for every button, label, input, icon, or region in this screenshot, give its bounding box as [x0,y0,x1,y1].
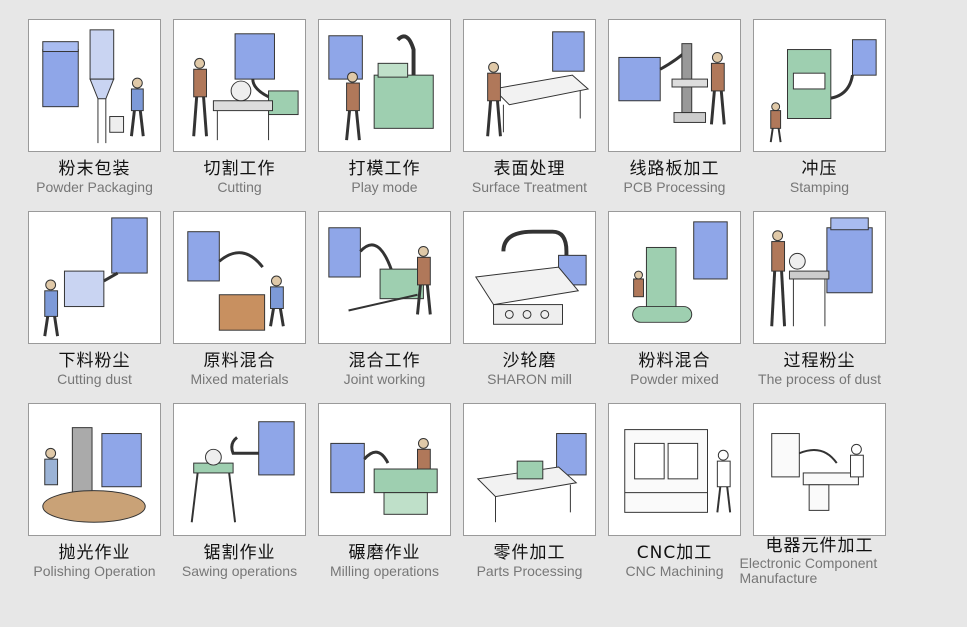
card-title-cn: 抛光作业 [58,543,131,563]
card-milling[interactable]: 碾磨作业 Milling operations [316,403,453,595]
card-pcb-processing[interactable]: 线路板加工 PCB Processing [606,19,743,211]
card-title-en: Play mode [351,179,418,195]
card-surface-treatment[interactable]: 表面处理 Surface Treatment [461,19,598,211]
mixed-materials-illustration [173,211,306,344]
card-title-en: Stamping [789,179,850,195]
card-polishing[interactable]: 抛光作业 Polishing Operation [26,403,163,595]
sharon-mill-illustration [463,211,596,344]
card-title-cn: 混合工作 [348,351,421,371]
card-title-cn: 表面处理 [493,159,566,179]
card-title-cn: 电器元件加工 [765,536,874,556]
card-title-en: Parts Processing [476,563,583,579]
card-electronic-component[interactable]: 电器元件加工 Electronic Component Manufacture [740,403,888,595]
card-title-cn: 过程粉尘 [783,351,856,371]
card-title-cn: 冲压 [801,159,838,179]
card-title-en: Mixed materials [190,371,289,387]
card-title-cn: 下料粉尘 [58,351,131,371]
card-sawing[interactable]: 锯割作业 Sawing operations [171,403,308,595]
surface-treatment-illustration [463,19,596,152]
card-title-en: PCB Processing [623,179,726,195]
card-cutting[interactable]: 切割工作 Cutting [171,19,308,211]
card-title-en: Milling operations [330,563,439,579]
card-cutting-dust[interactable]: 下料粉尘 Cutting dust [26,211,163,403]
card-title-en: Cutting dust [57,371,132,387]
card-title-cn: CNC加工 [636,543,713,563]
card-title-cn: 切割工作 [203,159,276,179]
card-title-en: Powder mixed [630,371,719,387]
joint-working-illustration [318,211,451,344]
card-title-cn: 粉末包装 [58,159,131,179]
card-powder-mixed[interactable]: 粉料混合 Powder mixed [606,211,743,403]
polishing-illustration [28,403,161,536]
card-title-cn: 沙轮磨 [502,351,557,371]
card-title-en: SHARON mill [487,371,572,387]
card-parts-processing[interactable]: 零件加工 Parts Processing [461,403,598,595]
electronic-component-illustration [753,403,886,536]
cnc-machining-illustration [608,403,741,536]
card-powder-packaging[interactable]: 粉末包装 Powder Packaging [26,19,163,211]
card-title-cn: 零件加工 [493,543,566,563]
card-stamping[interactable]: 冲压 Stamping [751,19,888,211]
milling-illustration [318,403,451,536]
card-title-en: Sawing operations [181,563,298,579]
process-dust-illustration [753,211,886,344]
card-title-en: Electronic Component Manufacture [739,555,878,586]
parts-processing-illustration [463,403,596,536]
pcb-processing-illustration [608,19,741,152]
card-title-cn: 碾磨作业 [348,543,421,563]
card-title-cn: 粉料混合 [638,351,711,371]
sawing-illustration [173,403,306,536]
card-play-mode[interactable]: 打模工作 Play mode [316,19,453,211]
cutting-illustration [173,19,306,152]
card-joint-working[interactable]: 混合工作 Joint working [316,211,453,403]
card-title-cn: 原料混合 [203,351,276,371]
card-title-en: Polishing Operation [33,563,156,579]
card-title-cn: 锯割作业 [203,543,276,563]
card-sharon-mill[interactable]: 沙轮磨 SHARON mill [461,211,598,403]
application-grid: 粉末包装 Powder Packaging 切割工作 Cutting [26,19,888,595]
play-mode-illustration [318,19,451,152]
card-title-cn: 线路板加工 [629,159,720,179]
card-title-en: Powder Packaging [36,179,153,195]
card-process-dust[interactable]: 过程粉尘 The process of dust [751,211,888,403]
card-title-en: Cutting [217,179,262,195]
card-title-cn: 打模工作 [348,159,421,179]
card-title-en: The process of dust [758,371,881,387]
cutting-dust-illustration [28,211,161,344]
card-title-en: Surface Treatment [471,179,588,195]
powder-mixed-illustration [608,211,741,344]
card-cnc-machining[interactable]: CNC加工 CNC Machining [606,403,743,595]
stamping-illustration [753,19,886,152]
card-title-en: CNC Machining [625,563,724,579]
card-title-en: Joint working [343,371,426,387]
card-mixed-materials[interactable]: 原料混合 Mixed materials [171,211,308,403]
powder-packaging-illustration [28,19,161,152]
